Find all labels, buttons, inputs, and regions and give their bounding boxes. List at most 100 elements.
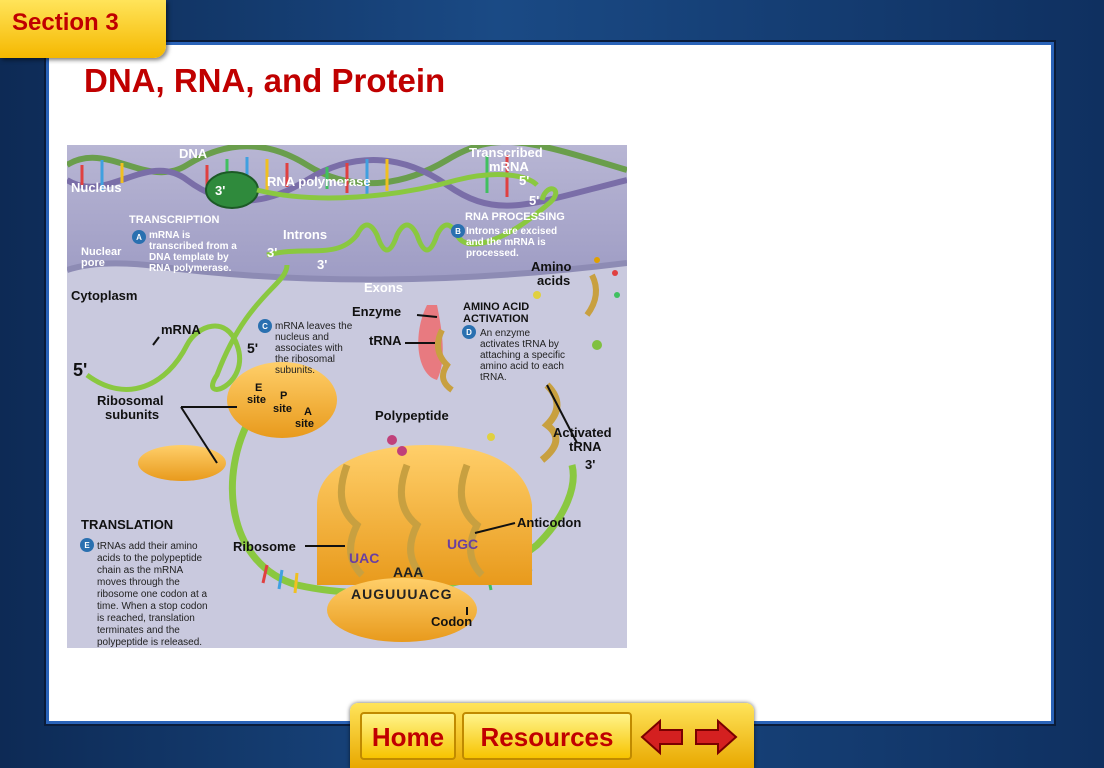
label-dna: DNA bbox=[179, 146, 208, 161]
label-amino-2: acids bbox=[537, 273, 570, 288]
label-polypeptide: Polypeptide bbox=[375, 408, 449, 423]
label-a-site-1: A bbox=[304, 406, 312, 418]
label-amino-1: Amino bbox=[531, 259, 572, 274]
mrna-strand-cytoplasm bbox=[85, 264, 290, 392]
label-transcribed-1: Transcribed bbox=[469, 145, 543, 160]
label-introns: Introns bbox=[283, 227, 327, 242]
transcription-line-2: transcribed from a bbox=[149, 241, 237, 252]
label-exons: Exons bbox=[364, 280, 403, 295]
label-ribosome: Ribosome bbox=[233, 539, 296, 554]
label-p-site-1: P bbox=[280, 390, 287, 402]
anticodon-aaa: AAA bbox=[393, 564, 423, 580]
label-3prime-a: 3' bbox=[215, 183, 225, 198]
protein-synthesis-diagram: A B C D E DNA Transcribed mRNA Nucleus 3… bbox=[67, 145, 627, 648]
label-nuclear-2: pore bbox=[81, 257, 105, 269]
label-ribosomal-2: subunits bbox=[105, 407, 159, 422]
transcribed-mrna-strand bbox=[256, 172, 539, 201]
activation-line-1: An enzyme bbox=[480, 328, 530, 339]
label-enzyme: Enzyme bbox=[352, 304, 401, 319]
label-trna: tRNA bbox=[369, 333, 402, 348]
arrow-right-icon[interactable] bbox=[692, 715, 740, 759]
translation-line-5: ribosome one codon at a bbox=[97, 589, 208, 600]
dna-helix bbox=[67, 145, 627, 209]
label-rna-polymerase: RNA polymerase bbox=[267, 174, 371, 189]
translation-line-6: time. When a stop codon bbox=[97, 601, 208, 612]
badge-e: E bbox=[84, 541, 90, 550]
label-nucleus: Nucleus bbox=[71, 180, 122, 195]
label-transcription: TRANSCRIPTION bbox=[129, 214, 220, 226]
label-ribosomal-1: Ribosomal bbox=[97, 393, 163, 408]
polypeptide-chain bbox=[387, 435, 407, 456]
label-mrna: mRNA bbox=[161, 322, 201, 337]
label-rna-processing: RNA PROCESSING bbox=[465, 211, 565, 223]
translation-line-4: moves through the bbox=[97, 577, 180, 588]
activation-line-2: activates tRNA by bbox=[480, 339, 559, 350]
trna-free bbox=[435, 328, 454, 393]
section-tab: Section 3 bbox=[0, 0, 166, 58]
step-badges bbox=[80, 224, 476, 552]
translation-line-9: polypeptide is released. bbox=[97, 637, 202, 648]
mrna-sequence: AUGUUUACG bbox=[351, 586, 453, 602]
processing-line-1: Introns are excised bbox=[466, 226, 557, 237]
badge-d: D bbox=[466, 328, 472, 337]
anticodon-uac: UAC bbox=[349, 550, 379, 566]
rna-polymerase bbox=[205, 171, 259, 209]
activation-line-3: attaching a specific bbox=[480, 350, 565, 361]
anticodon-ugc: UGC bbox=[447, 536, 478, 552]
nav-bar: Home Resources bbox=[350, 703, 754, 768]
label-cytoplasm: Cytoplasm bbox=[71, 288, 137, 303]
label-aa-activation-2: ACTIVATION bbox=[463, 313, 529, 325]
transcription-line-4: RNA polymerase. bbox=[149, 263, 232, 274]
label-3prime-b: 3' bbox=[267, 245, 277, 260]
step-c-line-2: nucleus and bbox=[275, 332, 329, 343]
trna-on-ribosome bbox=[337, 463, 485, 578]
label-5prime-d: 5' bbox=[73, 360, 87, 380]
badge-c: C bbox=[262, 322, 268, 331]
pointer-lines bbox=[152, 314, 578, 615]
step-c-line-1: mRNA leaves the bbox=[275, 321, 353, 332]
resources-button[interactable]: Resources bbox=[462, 712, 632, 760]
ribosome-body bbox=[317, 445, 532, 642]
label-3prime-c: 3' bbox=[317, 257, 327, 272]
activation-line-4: amino acid to each bbox=[480, 361, 564, 372]
step-c-line-4: the ribosomal bbox=[275, 354, 335, 365]
label-transcribed-2: mRNA bbox=[489, 159, 529, 174]
label-codon: Codon bbox=[431, 614, 472, 629]
label-activated-1: Activated bbox=[553, 425, 612, 440]
label-5prime-b: 5' bbox=[529, 193, 539, 208]
translation-line-2: acids to the polypeptide bbox=[97, 553, 203, 564]
nuclear-envelope bbox=[67, 260, 627, 283]
badge-a: A bbox=[136, 233, 142, 242]
translation-line-8: terminates and the bbox=[97, 625, 180, 636]
label-activated-2: tRNA bbox=[569, 439, 602, 454]
label-5prime-a: 5' bbox=[519, 173, 529, 188]
label-e-site-2: site bbox=[247, 394, 266, 406]
small-ribosomal-subunit bbox=[138, 445, 226, 481]
label-a-site-2: site bbox=[295, 418, 314, 430]
label-5prime-c: 5' bbox=[247, 340, 258, 356]
transcription-line-3: DNA template by bbox=[149, 252, 229, 263]
activation-line-5: tRNA. bbox=[480, 372, 507, 383]
pre-mrna-strand bbox=[266, 186, 559, 258]
transcription-line-1: mRNA is bbox=[149, 230, 191, 241]
label-p-site-2: site bbox=[273, 403, 292, 415]
arrow-left-icon[interactable] bbox=[638, 715, 686, 759]
label-nuclear-1: Nuclear bbox=[81, 246, 122, 258]
processing-line-2: and the mRNA is bbox=[466, 237, 546, 248]
amino-acids bbox=[487, 257, 620, 441]
label-aa-activation-1: AMINO ACID bbox=[463, 301, 529, 313]
label-anticodon: Anticodon bbox=[517, 515, 581, 530]
large-ribosomal-subunit bbox=[227, 362, 337, 438]
home-button[interactable]: Home bbox=[360, 712, 456, 760]
amino-acid-trna bbox=[584, 273, 599, 317]
step-c-line-5: subunits. bbox=[275, 365, 315, 376]
step-c-line-3: associates with bbox=[275, 343, 343, 354]
activated-trna bbox=[539, 382, 561, 463]
processing-line-3: processed. bbox=[466, 248, 519, 259]
label-3prime-d: 3' bbox=[585, 457, 595, 472]
page-title: DNA, RNA, and Protein bbox=[84, 62, 446, 99]
label-translation: TRANSLATION bbox=[81, 517, 173, 532]
badge-b: B bbox=[455, 227, 461, 236]
translation-line-3: chain as the mRNA bbox=[97, 565, 183, 576]
label-e-site-1: E bbox=[255, 382, 262, 394]
